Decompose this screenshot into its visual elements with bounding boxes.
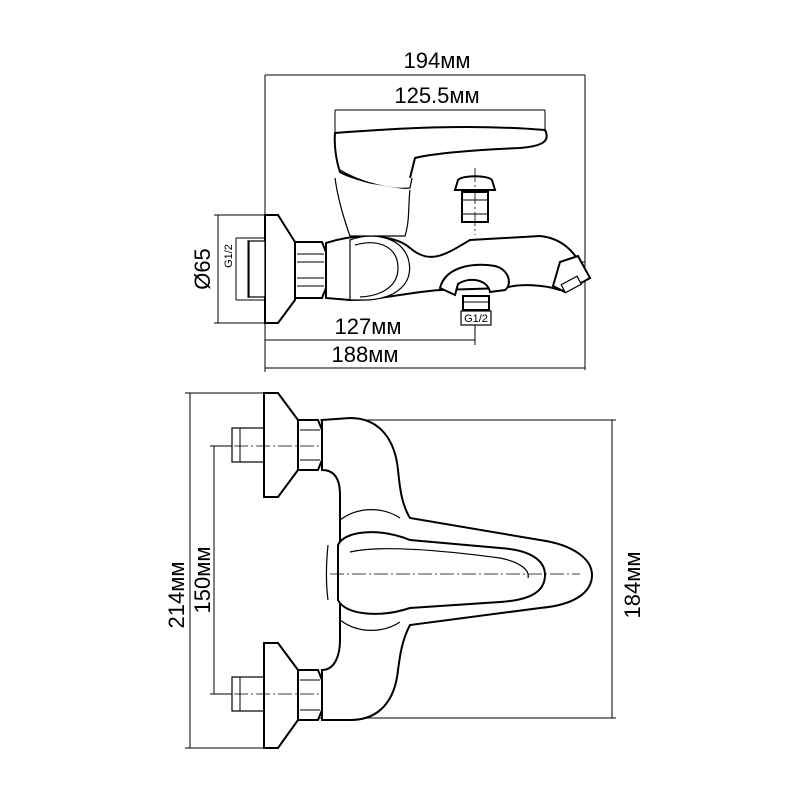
dimension-label-127: 127мм <box>335 314 402 339</box>
hex-nut <box>294 241 327 299</box>
dimension-127: 127мм <box>264 314 476 372</box>
dimension-188: 188мм <box>265 342 585 369</box>
inlet-stub <box>248 240 266 298</box>
side-view: 194мм 125.5мм Ø65 G1/2 <box>190 48 592 372</box>
dimension-184: 184мм <box>320 419 645 719</box>
dimension-214: 214мм <box>164 392 270 749</box>
front-handle-lever <box>330 531 580 615</box>
dimension-label-184: 184мм <box>620 552 645 619</box>
dimension-label-150: 150мм <box>190 547 215 614</box>
dimension-label-194: 194мм <box>404 48 471 73</box>
handle-lever <box>333 126 548 237</box>
dimension-label-214: 214мм <box>164 562 189 629</box>
dimension-label-188: 188мм <box>332 342 399 367</box>
thread-inlet-text: G1/2 <box>223 244 235 268</box>
front-view: 214мм 150мм 184мм <box>164 392 645 749</box>
lower-connection <box>212 642 330 749</box>
thread-label-inlet: G1/2 <box>223 237 266 301</box>
shower-outlet: G1/2 <box>438 263 510 326</box>
dimension-150: 150мм <box>190 445 232 695</box>
upper-connection <box>212 392 330 498</box>
dimension-125-5: 125.5мм <box>334 83 546 135</box>
dimension-label-diameter-65: Ø65 <box>190 248 215 290</box>
wall-flange <box>264 214 296 324</box>
thread-outlet-text: G1/2 <box>464 313 488 325</box>
dimension-194: 194мм <box>264 48 586 370</box>
dimension-label-125-5: 125.5мм <box>394 83 479 108</box>
dimension-diameter-65: Ø65 <box>190 214 268 324</box>
spout-tip <box>551 254 592 294</box>
diverter-knob <box>453 168 497 235</box>
